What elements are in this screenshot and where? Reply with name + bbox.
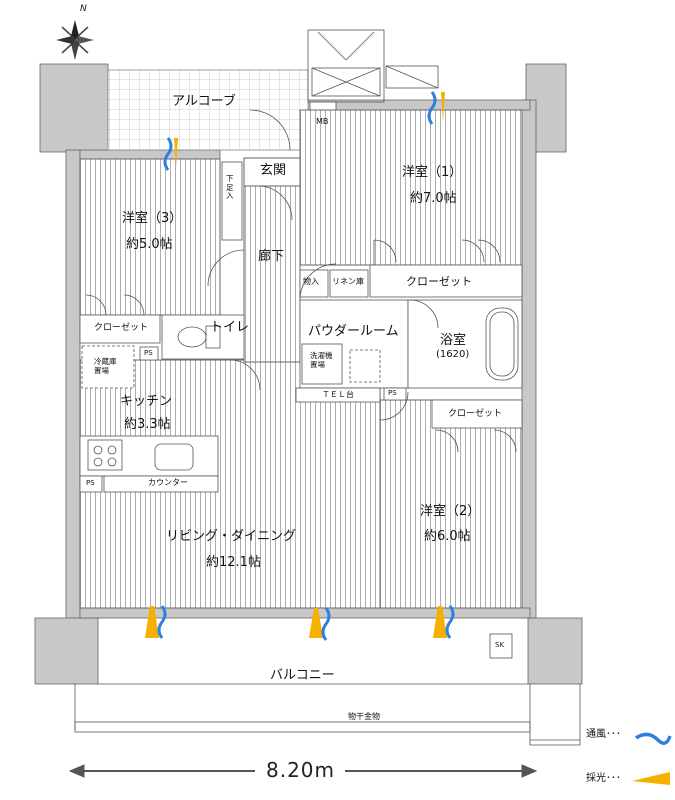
room-youshitsu1 [299, 109, 523, 266]
bath-name: 浴室 [440, 333, 467, 348]
mb-label: MB [316, 117, 329, 126]
monoire-label: 物入 [303, 277, 319, 286]
genkan-floor [243, 157, 301, 187]
kitchen-area: 約3.3帖 [124, 417, 171, 432]
balcony [74, 683, 581, 746]
kitchen-name: キッチン [120, 394, 173, 409]
daylight-legend-icon [632, 772, 670, 785]
legend-daylight: 採光･･･ [586, 773, 621, 784]
ps-kitchen-label: PS [86, 479, 95, 487]
youshitsu3-area: 約5.0帖 [126, 237, 173, 252]
youshitsu2-area: 約6.0帖 [424, 529, 471, 544]
closet1-label: クローゼット [406, 275, 472, 288]
living-name: リビング・ダイニング [166, 529, 297, 544]
powder-label: パウダールーム [308, 324, 399, 339]
walls [34, 63, 583, 685]
washer-label: 洗濯機置場 [310, 351, 333, 369]
youshitsu3-name: 洋室（3） [122, 211, 183, 226]
youshitsu1-area: 約7.0帖 [410, 191, 457, 206]
north-compass-icon [56, 20, 94, 60]
youshitsu1-name: 洋室（1） [402, 165, 463, 180]
sk-label: SK [495, 641, 505, 649]
youshitsu2-name: 洋室（2） [420, 504, 481, 519]
legend-ventilation: 通風･･･ [586, 729, 621, 740]
dimension-arrow [68, 764, 538, 778]
counter-label: カウンター [148, 478, 188, 487]
closet3-label: クローゼット [94, 323, 149, 333]
closet2-label: クローゼット [448, 409, 503, 419]
fridge-label: 冷蔵庫置場 [94, 357, 117, 375]
linen-label: リネン庫 [332, 277, 364, 286]
dimension-label: 8.20m [266, 758, 336, 782]
genkan-label: 玄関 [260, 163, 287, 178]
hallway [243, 185, 301, 363]
ps-toilet-label: PS [144, 349, 153, 357]
ventilation-light-markers [145, 91, 455, 641]
drying-label: 物干金物 [348, 712, 380, 721]
alcove-floor [107, 69, 309, 151]
alcove-label: アルコーブ [172, 94, 236, 109]
legend-icons [632, 732, 672, 785]
room-youshitsu2 [379, 399, 523, 609]
tel-label: ＴＥＬ台 [322, 390, 354, 399]
shoeire-label: 下足入 [226, 174, 234, 201]
bath-size: (1620) [436, 349, 470, 360]
living-area: 約12.1帖 [206, 555, 261, 570]
rouka-label: 廊下 [258, 249, 285, 264]
toilet-label: トイレ [210, 320, 250, 335]
ventilation-legend-icon [635, 732, 672, 745]
fixtures [74, 161, 531, 733]
balcony-label: バルコニー [270, 668, 335, 683]
door-swings [85, 185, 517, 453]
north-label: N [80, 4, 87, 14]
ps-bath-label: PS [388, 389, 397, 397]
